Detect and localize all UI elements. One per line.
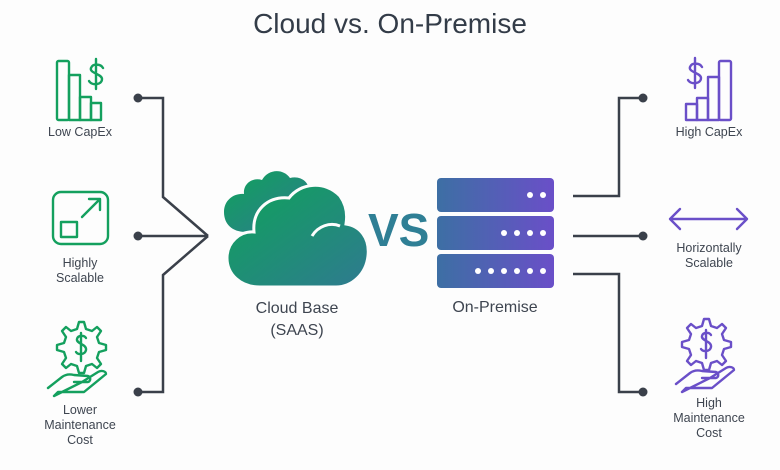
cloud-label: Cloud Base (SAAS)	[222, 298, 372, 342]
item-label-line: Scalable	[685, 256, 733, 270]
server-status-dot	[527, 268, 533, 274]
item-label-line: Low CapEx	[48, 125, 112, 139]
item-label-line: Lower	[62, 403, 98, 417]
server-status-dot	[540, 230, 546, 236]
hand-gear-dollar-icon	[46, 320, 108, 398]
server-status-dot	[527, 230, 533, 236]
connector-dot	[638, 387, 648, 397]
item-label-line: Maintenance	[673, 411, 745, 425]
item-label-line: Highly	[62, 256, 98, 270]
left-item-low-capex: Low CapEx	[30, 125, 130, 140]
hand-gear-dollar-icon	[674, 317, 736, 394]
server-status-dot	[540, 192, 546, 198]
left-item-highly-scalable: Highly Scalable	[30, 256, 130, 286]
server-status-dot	[527, 192, 533, 198]
server-rack-icon	[437, 178, 554, 288]
server-unit	[437, 254, 554, 288]
connector-dot	[133, 387, 143, 397]
left-connector-top	[138, 96, 209, 237]
server-unit	[437, 178, 554, 212]
left-item-lower-maintenance: Lower Maintenance Cost	[30, 403, 130, 448]
connector-dot	[133, 93, 143, 103]
server-status-dot	[501, 230, 507, 236]
server-status-dot	[514, 230, 520, 236]
server-status-dot	[540, 268, 546, 274]
left-connector-bottom	[138, 235, 209, 394]
item-label-line: Horizontally	[676, 241, 742, 255]
expand-arrow-icon	[51, 190, 110, 246]
cloud-icon	[224, 171, 370, 289]
cloud-label-line2: (SAAS)	[270, 322, 324, 339]
page-title: Cloud vs. On-Premise	[253, 8, 527, 39]
vs-label: VS	[368, 204, 430, 256]
right-connector-top	[573, 96, 643, 198]
server-unit	[437, 216, 554, 250]
cloud-label-line1: Cloud Base	[255, 300, 339, 317]
item-label-line: High	[696, 396, 722, 410]
item-label-line: Cost	[696, 426, 722, 440]
premise-label: On-Premise	[452, 299, 538, 316]
rising-bar-chart-dollar-icon	[684, 56, 733, 122]
right-connector	[573, 96, 643, 394]
connector-dot	[638, 231, 648, 241]
double-arrow-icon	[668, 207, 749, 231]
item-label-line: Cost	[67, 433, 93, 447]
item-label-line: Maintenance	[44, 418, 116, 432]
declining-bar-chart-dollar-icon	[55, 57, 105, 122]
server-status-dot	[501, 268, 507, 274]
server-status-dot	[488, 268, 494, 274]
right-item-high-capex: High CapEx	[659, 125, 759, 140]
connector-dot	[638, 93, 648, 103]
server-status-dot	[514, 268, 520, 274]
right-connector-bottom	[573, 272, 643, 394]
right-item-high-maintenance: High Maintenance Cost	[659, 396, 759, 441]
right-item-horizontally-scalable: Horizontally Scalable	[659, 241, 759, 271]
left-connector	[138, 96, 209, 394]
connector-dot	[133, 231, 143, 241]
server-status-dot	[475, 268, 481, 274]
item-label-line: Scalable	[56, 271, 104, 285]
item-label-line: High CapEx	[675, 125, 743, 139]
